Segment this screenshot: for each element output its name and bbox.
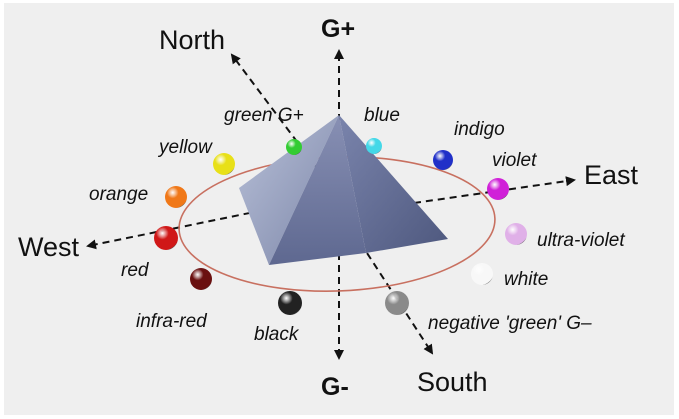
south-label: South (417, 367, 488, 397)
orange-label: orange (89, 184, 148, 205)
black-sphere (278, 291, 302, 315)
yellow-sphere (213, 153, 235, 175)
red-sphere (154, 226, 178, 250)
violet-sphere (487, 178, 509, 200)
pyramid-front-face (269, 115, 366, 265)
infrared-sphere (190, 268, 212, 290)
ultraviolet-sphere (505, 223, 527, 245)
white-sphere (471, 263, 493, 285)
spheres: green G+ blue indigo violet ultra-violet whit… (89, 105, 625, 345)
pyramid-left-face (239, 115, 339, 265)
pyramid-right-face (339, 115, 448, 253)
color-orientation-diagram: green G+ blue indigo violet ultra-violet whit… (18, 15, 639, 401)
yellow-label: yellow (157, 137, 213, 158)
negative-green-label: negative 'green' G– (428, 313, 592, 334)
diagram-canvas: green G+ blue indigo violet ultra-violet whit… (4, 3, 674, 415)
indigo-label: indigo (454, 119, 505, 140)
green-label: green G+ (224, 105, 304, 126)
negative-green-sphere (385, 291, 409, 315)
infrared-label: infra-red (136, 311, 208, 332)
west-label: West (18, 232, 80, 262)
g-plus-label: G+ (321, 15, 355, 43)
east-label: East (584, 160, 639, 190)
ultraviolet-label: ultra-violet (537, 230, 625, 251)
blue-label: blue (364, 105, 400, 126)
pyramid (239, 115, 448, 265)
white-label: white (504, 269, 548, 290)
west-axis (86, 207, 275, 250)
orange-sphere (165, 186, 187, 208)
g-minus-label: G- (321, 373, 349, 401)
green-sphere (286, 139, 302, 155)
north-label: North (159, 25, 225, 55)
indigo-sphere (433, 150, 453, 170)
east-axis (413, 176, 576, 204)
violet-label: violet (492, 150, 537, 171)
blue-sphere (366, 138, 382, 154)
red-label: red (121, 260, 150, 281)
black-label: black (254, 324, 300, 345)
